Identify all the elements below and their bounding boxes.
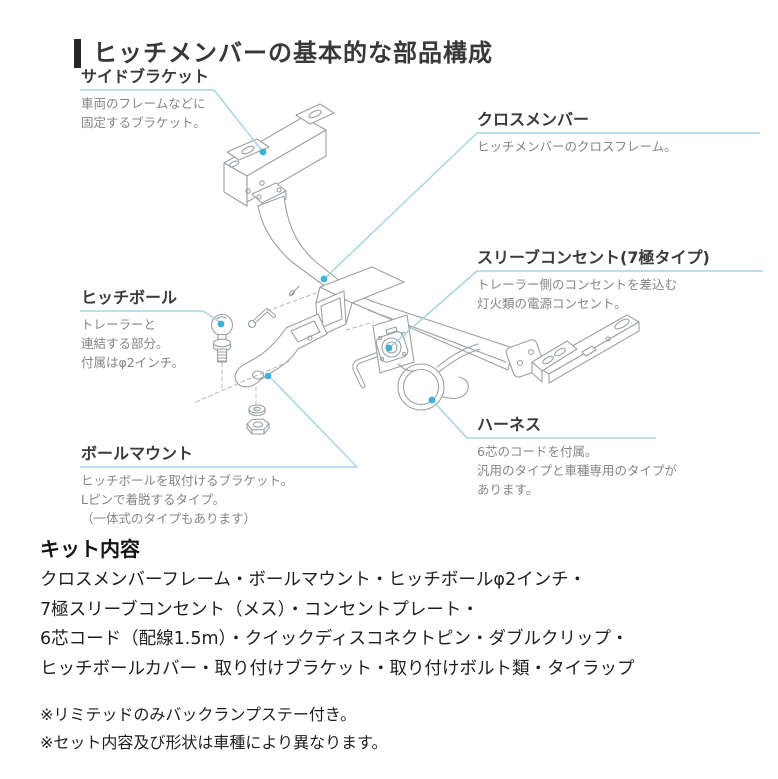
right-side-bracket-drawing — [531, 314, 640, 384]
l-pin-drawing — [247, 308, 276, 329]
callout-title: ハーネス — [477, 415, 542, 434]
kit-notes: ※リミテッドのみバックランプステー付き。 ※セット内容及び形状は車種により異なり… — [40, 701, 388, 757]
nut-drawing — [246, 418, 270, 435]
callout-desc: 車両のフレームなどに 固定するブラケット。 — [81, 96, 206, 130]
kit-contents-list: クロスメンバーフレーム・ボールマウント・ヒッチボールφ2インチ・ 7極スリーブコ… — [40, 566, 634, 684]
title-accent-bar — [74, 39, 81, 68]
clip-drawing — [288, 285, 300, 297]
callout-title: スリーブコンセント(7極タイプ) — [477, 248, 710, 267]
hitch-member-diagram — [80, 89, 763, 468]
kit-line: クロスメンバーフレーム・ボールマウント・ヒッチボールφ2インチ・ — [40, 570, 587, 590]
callout-harness: ハーネス 6芯のコードを付属。 汎用のタイプと車種専用のタイプが あります。 — [477, 415, 677, 499]
callout-sleeve-outlet: スリーブコンセント(7極タイプ) トレーラー側のコンセントを差込む 灯火類の電源… — [477, 248, 710, 313]
side-bracket-drawing — [223, 103, 335, 207]
kit-note: ※リミテッドのみバックランプステー付き。 — [40, 705, 357, 724]
callout-cross-member: クロスメンバー ヒッチメンバーのクロスフレーム。 — [477, 110, 677, 156]
assembly-guide-lines — [195, 292, 375, 417]
washer-drawing — [248, 404, 266, 417]
ball-mount-drawing — [234, 313, 328, 388]
quick-disconnect-pin-drawing — [352, 352, 379, 389]
kit-contents-heading: キット内容 — [40, 537, 140, 561]
callout-ball-mount: ボールマウント ヒッチボールを取付けるブラケット。 Lピンで着脱するタイプ。 （… — [81, 444, 293, 528]
callout-desc: トレーラーと 連結する部分。 付属はφ2インチ。 — [81, 317, 185, 370]
page-title: ヒッチメンバーの基本的な部品構成 — [93, 39, 493, 67]
callout-dots — [217, 148, 436, 404]
kit-line: ヒッチボールカバー・取り付けブラケット・取り付けボルト類・タイラップ — [40, 658, 635, 679]
callout-title: ボールマウント — [81, 444, 194, 463]
callout-desc: 6芯のコードを付属。 汎用のタイプと車種専用のタイプが あります。 — [477, 444, 678, 497]
harness-coil-drawing — [397, 343, 481, 411]
callout-hitch-ball: ヒッチボール トレーラーと 連結する部分。 付属はφ2インチ。 — [81, 288, 184, 372]
callout-side-bracket: サイドブラケット 車両のフレームなどに 固定するブラケット。 — [81, 67, 209, 132]
callout-title: クロスメンバー — [477, 110, 590, 129]
kit-line: 6芯コード（配線1.5m）・クイックディスコネクトピン・ダブルクリップ・ — [40, 629, 629, 649]
callout-lines — [80, 89, 763, 468]
callout-title: サイドブラケット — [81, 67, 210, 86]
callout-desc: トレーラー側のコンセントを差込む 灯火類の電源コンセント。 — [477, 277, 678, 311]
kit-note: ※セット内容及び形状は車種により異なります。 — [40, 733, 388, 752]
callout-title: ヒッチボール — [81, 288, 178, 307]
callout-desc: ヒッチメンバーのクロスフレーム。 — [477, 139, 677, 154]
callout-desc: ヒッチボールを取付けるブラケット。 Lピンで着脱するタイプ。 （一体式のタイプも… — [81, 473, 294, 526]
kit-line: 7極スリーブコンセント（メス）・コンセントプレート・ — [40, 599, 479, 620]
